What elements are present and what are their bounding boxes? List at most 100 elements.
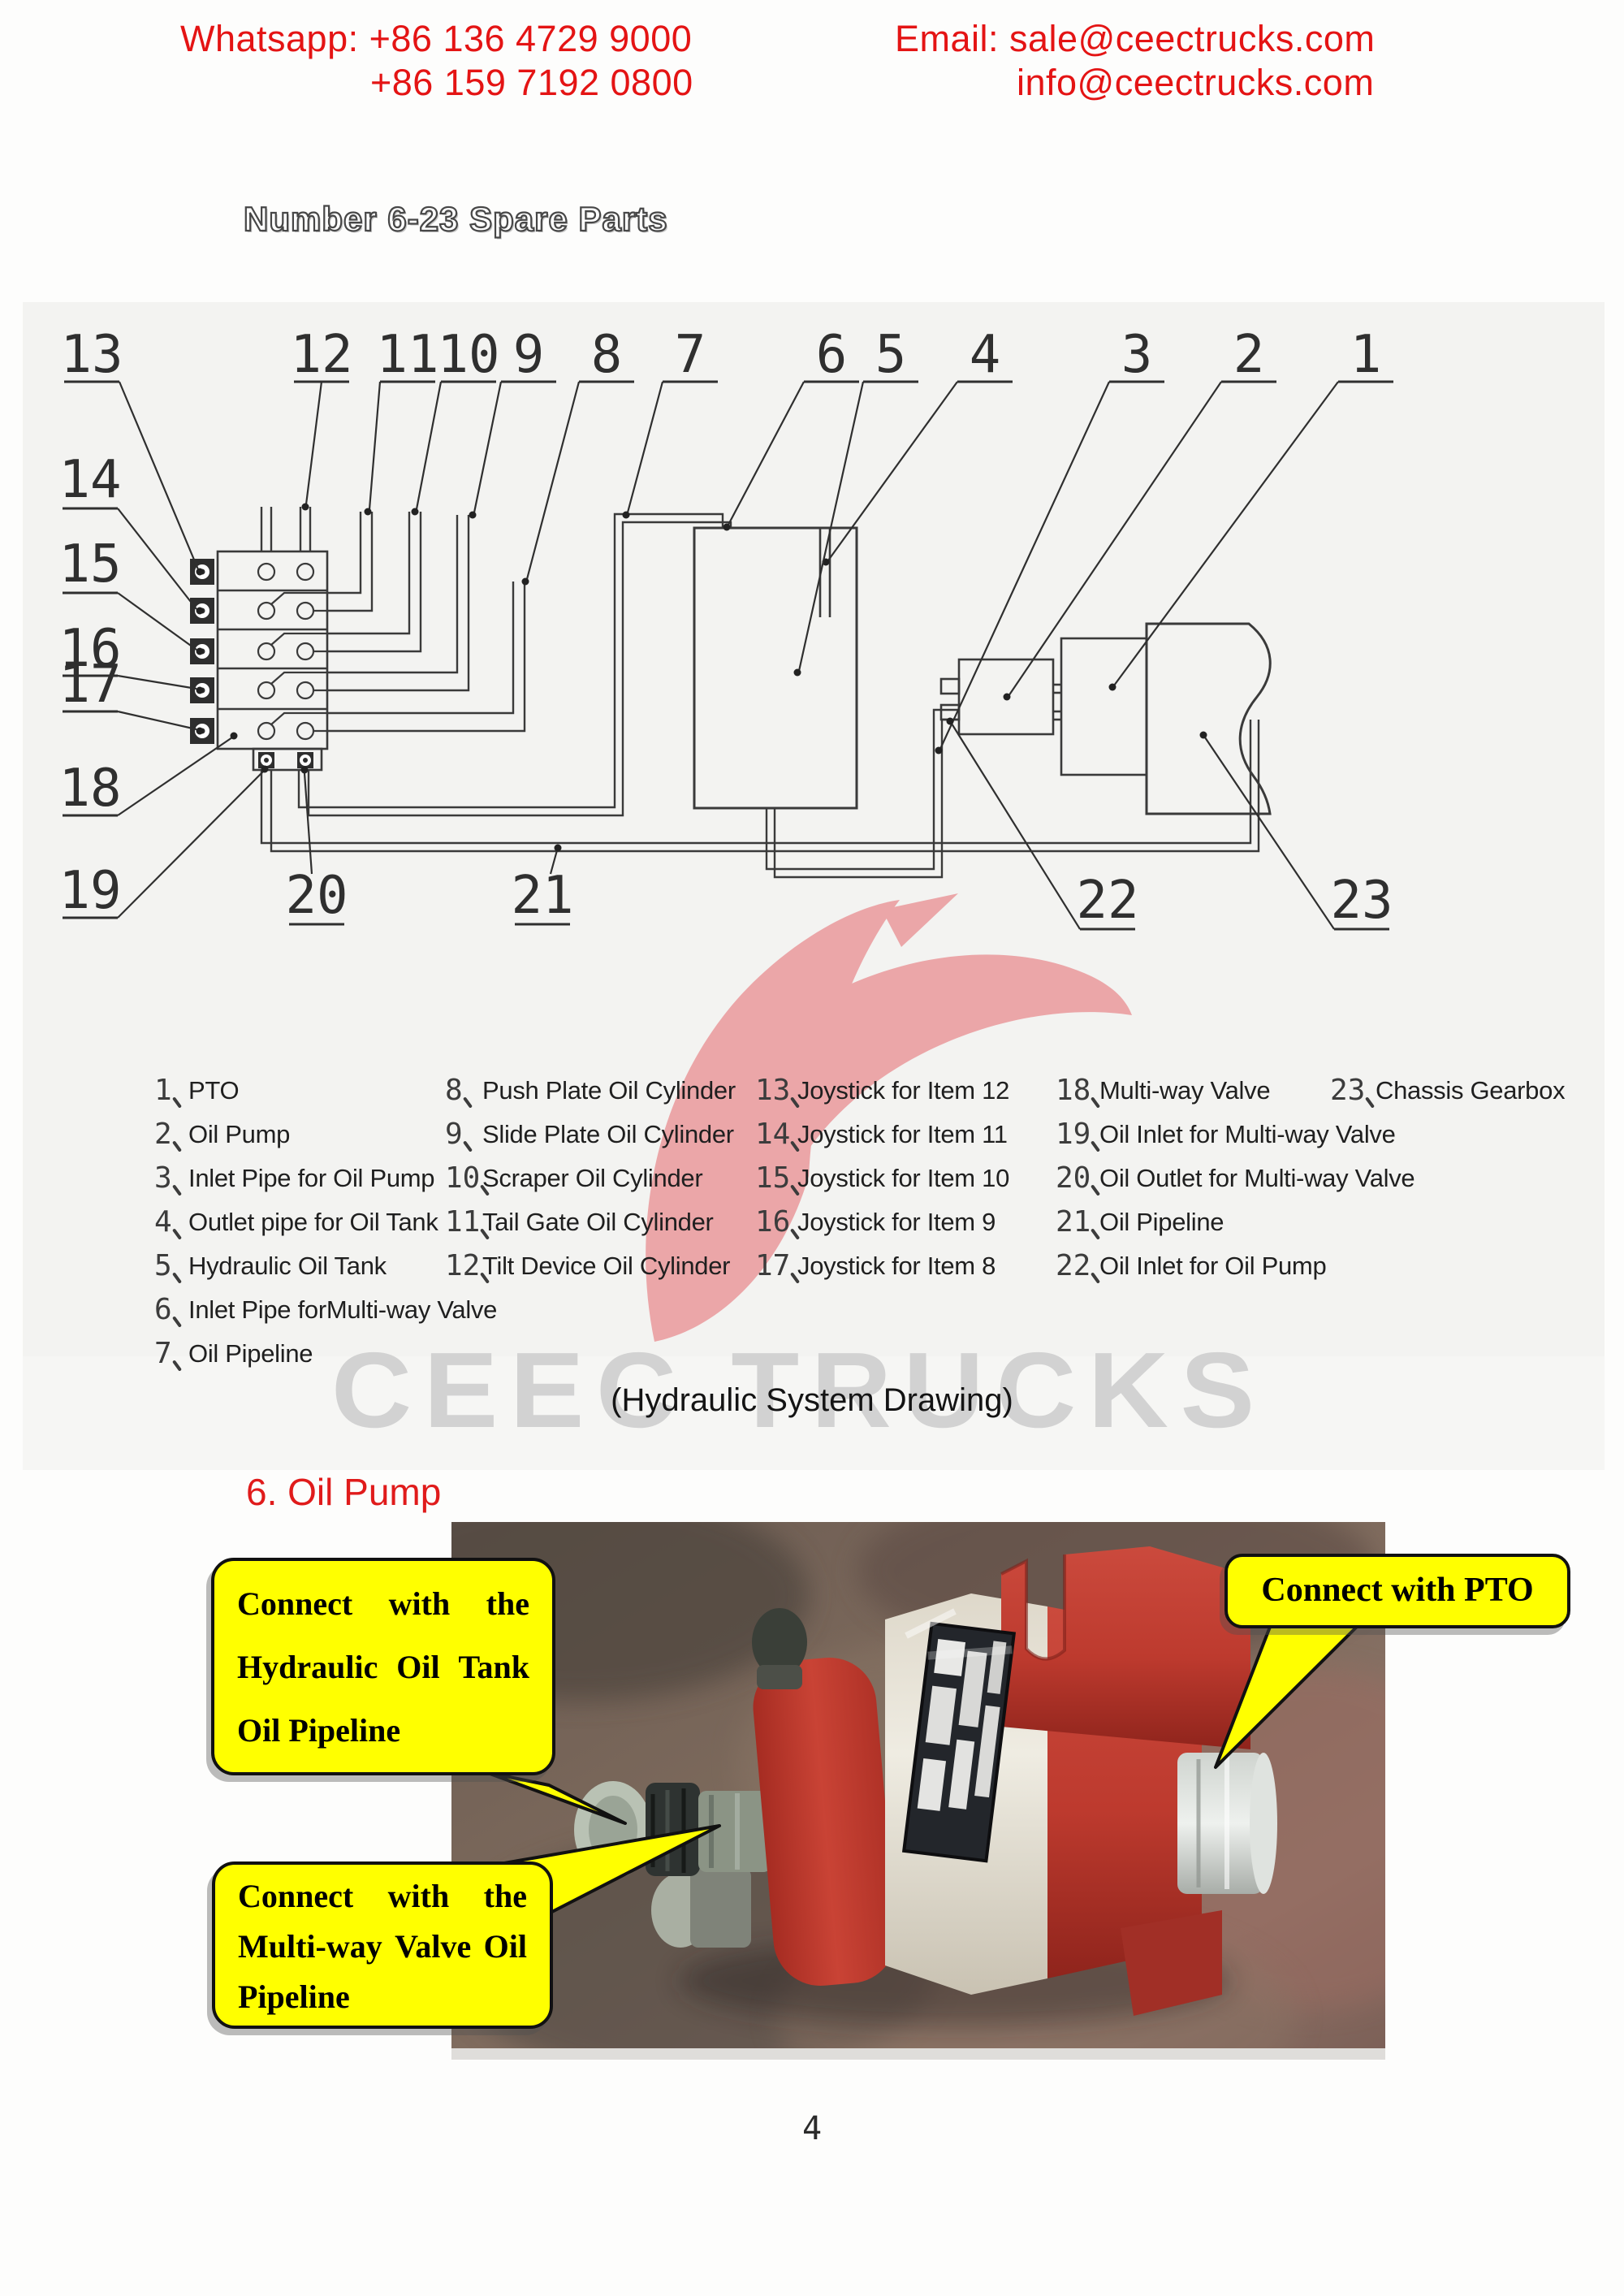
page-number: 4 — [801, 2110, 823, 2147]
part-number: 5 — [154, 1249, 172, 1282]
diagram-label-16: 16 — [58, 619, 121, 679]
part-row-21: 21 Oil Pipeline — [1056, 1200, 1224, 1244]
part-number: 10 — [445, 1161, 481, 1195]
photo-bottom-strip — [451, 2048, 1385, 2060]
diagram-label-4: 4 — [970, 325, 1001, 385]
diagram-label-5: 5 — [875, 325, 907, 385]
leader-dot-23 — [1199, 731, 1207, 739]
leader-line-17 — [117, 710, 197, 731]
part-name: Joystick for Item 8 — [797, 1252, 996, 1280]
part-number: 14 — [755, 1118, 791, 1151]
part-number: 20 — [1056, 1161, 1091, 1195]
diagram-label-22: 22 — [1076, 871, 1138, 931]
header-phone2: +86 159 7192 0800 — [370, 62, 693, 103]
part-name: Oil Outlet for Multi-way Valve — [1099, 1164, 1415, 1192]
part-number: 16 — [755, 1205, 791, 1239]
leader-line-19 — [117, 771, 264, 919]
enumeration-mark — [172, 1083, 184, 1100]
part-row-5: 5 Hydraulic Oil Tank — [154, 1244, 387, 1288]
part-name: Hydraulic Oil Tank — [188, 1252, 387, 1280]
enumeration-mark — [172, 1303, 184, 1319]
leader-line-12 — [304, 381, 323, 505]
part-name: Joystick for Item 12 — [797, 1076, 1010, 1105]
diagram-label-10: 10 — [437, 325, 499, 385]
leader-dot-12 — [301, 503, 309, 511]
diagram-label-20: 20 — [285, 866, 348, 926]
leader-dot-10 — [411, 508, 419, 516]
leader-dot-15 — [196, 647, 204, 655]
leader-line-1 — [1113, 381, 1339, 686]
part-number: 7 — [154, 1337, 172, 1370]
part-name: Joystick for Item 11 — [797, 1120, 1008, 1148]
pump-label-plate — [901, 1621, 1017, 1863]
part-number: 8 — [445, 1074, 463, 1107]
part-number: 9 — [445, 1118, 463, 1151]
diagram-label-14: 14 — [58, 450, 121, 510]
diagram-label-21: 21 — [511, 866, 573, 926]
scan-background-lower — [23, 1356, 1605, 1470]
leader-line-8 — [525, 381, 581, 580]
part-number: 15 — [755, 1161, 791, 1195]
leader-line-10 — [415, 381, 443, 510]
oil-pump-box — [957, 658, 1055, 736]
part-number: 19 — [1056, 1118, 1091, 1151]
part-name: Oil Inlet for Multi-way Valve — [1099, 1120, 1396, 1148]
part-number: 21 — [1056, 1205, 1091, 1239]
part-row-20: 20 Oil Outlet for Multi-way Valve — [1056, 1157, 1415, 1200]
callout-line: Pipeline — [238, 1978, 350, 2015]
diagram-label-23: 23 — [1330, 871, 1393, 931]
chassis-gearbox — [1145, 622, 1272, 815]
leader-dot-18 — [230, 732, 238, 740]
header-email: Email: sale@ceectrucks.com — [895, 18, 1376, 59]
part-name: Outlet pipe for Oil Tank — [188, 1208, 438, 1236]
leader-line-18 — [117, 737, 233, 816]
part-name: PTO — [188, 1076, 240, 1105]
leader-line-2 — [1008, 381, 1222, 697]
part-number: 13 — [755, 1074, 791, 1107]
part-name: Joystick for Item 10 — [797, 1164, 1010, 1192]
diagram-label-11: 11 — [376, 325, 438, 385]
part-name: Oil Inlet for Oil Pump — [1099, 1252, 1327, 1280]
oil-pipelines — [260, 507, 1260, 879]
leader-dot-14 — [196, 607, 204, 615]
part-number: 11 — [445, 1205, 481, 1239]
diagram-label-9: 9 — [513, 325, 545, 385]
leader-dot-5 — [793, 668, 801, 677]
part-name: Inlet Pipe forMulti-way Valve — [188, 1295, 498, 1324]
leader-dot-2 — [1003, 693, 1011, 701]
diagram-label-6: 6 — [816, 325, 848, 385]
leader-dot-9 — [469, 511, 477, 519]
diagram-label-13: 13 — [60, 325, 123, 385]
enumeration-mark — [463, 1127, 475, 1144]
diagram-label-12: 12 — [290, 325, 352, 385]
part-name: Oil Pipeline — [1099, 1208, 1224, 1236]
part-name: Tail Gate Oil Cylinder — [482, 1208, 714, 1236]
leader-line-6 — [728, 381, 805, 525]
leader-dot-19 — [261, 765, 269, 773]
part-number: 12 — [445, 1249, 481, 1282]
diagram-label-2: 2 — [1233, 325, 1265, 385]
callout-tail-tank — [484, 1771, 627, 1825]
leader-line-21 — [549, 850, 559, 875]
part-name: Joystick for Item 9 — [797, 1208, 996, 1236]
